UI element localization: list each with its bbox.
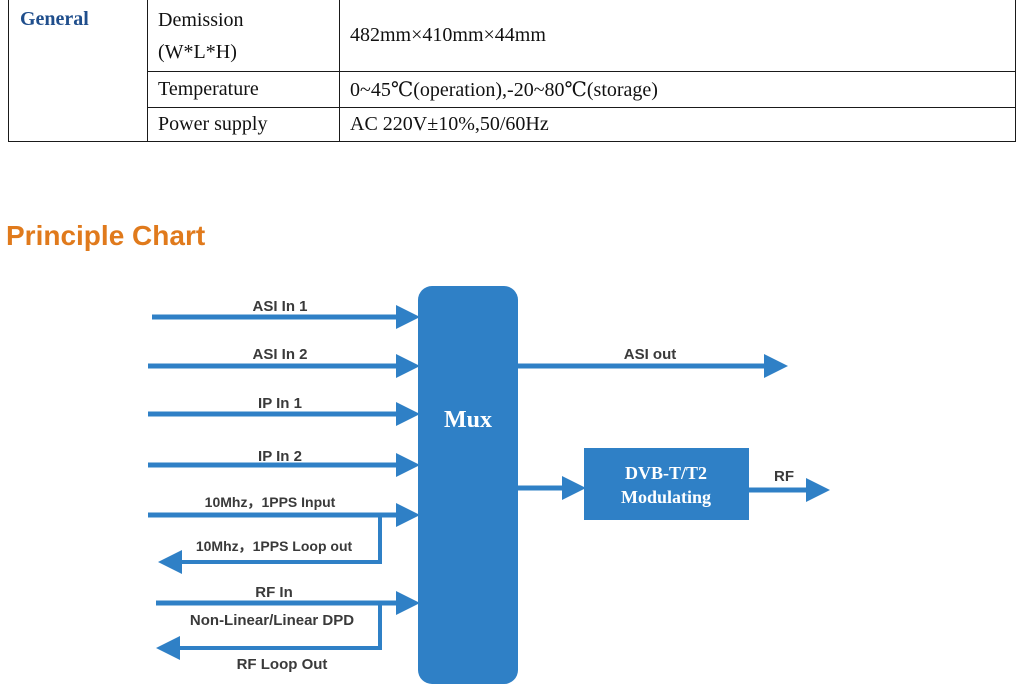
label-ip-in-1: IP In 1 <box>258 395 302 412</box>
mux-block <box>418 286 518 684</box>
spec-value-power: AC 220V±10%,50/60Hz <box>339 107 1016 142</box>
spec-label-power: Power supply <box>147 107 340 142</box>
label-rf-in: RF In <box>255 584 293 601</box>
label-rf-loop-out: RF Loop Out <box>237 656 328 673</box>
spec-label-temperature: Temperature <box>147 71 340 108</box>
label-asi-in-1: ASI In 1 <box>252 298 307 315</box>
spec-row-power: Power supply AC 220V±10%,50/60Hz <box>9 107 1016 142</box>
mux-to-modulator-arrow <box>518 476 586 500</box>
label-ip-in-2: IP In 2 <box>258 448 302 465</box>
label-asi-in-2: ASI In 2 <box>252 346 307 363</box>
spec-value-dimension: 482mm×410mm×44mm <box>339 0 1016 72</box>
spec-value-temperature: 0~45℃(operation),-20~80℃(storage) <box>339 71 1016 108</box>
modulator-label-line2: Modulating <box>621 487 711 507</box>
spec-label-dimension-line1: Demission <box>158 8 244 31</box>
spec-group-label: General <box>8 0 148 142</box>
spec-table: General Demission (W*L*H) 482mm×410mm×44… <box>8 0 1016 142</box>
label-dpd: Non-Linear/Linear DPD <box>190 612 354 629</box>
label-10mhz-input: 10Mhz，1PPS Input <box>205 494 336 510</box>
modulator-label-line1: DVB-T/T2 <box>625 463 707 483</box>
input-arrow-asi-in-2 <box>148 354 420 378</box>
loop-connector-rf <box>156 603 382 660</box>
spec-row-temperature: Temperature 0~45℃(operation),-20~80℃(sto… <box>9 71 1016 108</box>
spec-row-dimension: General Demission (W*L*H) 482mm×410mm×44… <box>8 0 1016 142</box>
output-arrow-rf <box>749 478 830 502</box>
label-10mhz-loop-out: 10Mhz，1PPS Loop out <box>196 538 353 554</box>
input-arrow-rf-in <box>156 591 420 615</box>
input-arrow-asi-in-1 <box>152 305 420 329</box>
mux-label: Mux <box>444 407 492 433</box>
label-asi-out: ASI out <box>624 346 677 363</box>
input-arrow-10mhz-input <box>148 503 420 527</box>
spec-label-dimension: Demission (W*L*H) <box>147 0 340 72</box>
label-rf-out: RF <box>774 468 794 485</box>
output-arrow-asi-out <box>518 354 788 378</box>
spec-label-dimension-line2: (W*L*H) <box>158 40 237 63</box>
section-title: Principle Chart <box>6 220 206 251</box>
input-arrow-ip-in-1 <box>148 402 420 426</box>
loop-connector-10mhz <box>158 515 382 574</box>
modulator-block <box>584 448 749 520</box>
input-arrow-ip-in-2 <box>148 453 420 477</box>
